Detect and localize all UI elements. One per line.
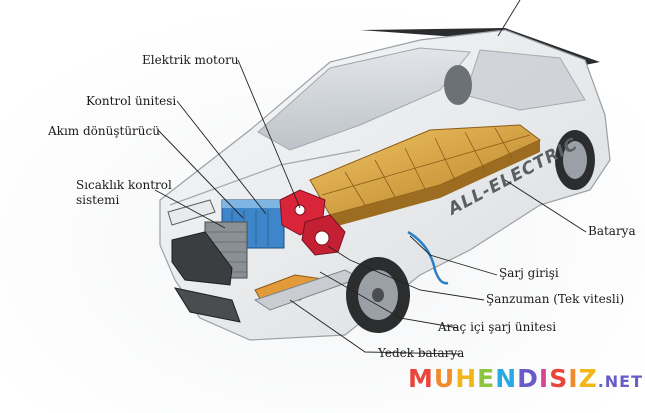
watermark-letter: N: [495, 364, 518, 393]
watermark-letter: D: [517, 364, 539, 393]
leader-charge: [409, 235, 498, 276]
leader-onboard: [319, 271, 459, 329]
electric-motor: [279, 189, 346, 256]
headlight: [167, 199, 216, 226]
front-grille: [171, 231, 233, 286]
watermark-letter: H: [455, 364, 478, 393]
rear-wheel-inner: [444, 65, 472, 105]
watermark-text: MUHENDISIZ: [408, 364, 598, 393]
watermark-letter: Z: [578, 364, 598, 393]
leader-gearbox: [327, 245, 485, 301]
leader-backup: [289, 299, 461, 355]
leader-motor: [237, 59, 301, 209]
watermark-suffix: .NET: [597, 372, 644, 391]
label-electric-motor: Elektrik motoru: [142, 53, 239, 67]
leader-converter: [157, 129, 244, 219]
rear-wheel: [555, 130, 595, 190]
front-wheel: [346, 257, 410, 333]
leader-battery: [504, 179, 587, 233]
watermark-letter: I: [568, 364, 579, 393]
watermark-letter: M: [408, 364, 434, 393]
leader-thermal: [154, 189, 226, 229]
watermark-letter: E: [477, 364, 496, 393]
label-control-unit: Kontrol ünitesi: [86, 94, 177, 108]
leader-roof: [497, 0, 521, 37]
label-current-converter: Akım dönüştürücü: [48, 124, 160, 138]
lower-grille: [173, 287, 241, 323]
label-battery: Batarya: [588, 224, 636, 238]
label-charging-port: Şarj girişi: [499, 266, 559, 280]
label-onboard-charger: Araç içi şarj ünitesi: [438, 320, 557, 334]
leader-control: [176, 100, 267, 215]
watermark-logo: MUHENDISIZ.NET: [408, 364, 643, 393]
leader-lines: [154, 0, 587, 355]
label-transmission: Şanzuman (Tek vitesli): [486, 292, 625, 306]
watermark-letter: S: [549, 364, 569, 393]
watermark-letter: U: [433, 364, 456, 393]
label-thermal-system-1: Sıcaklık kontrol: [76, 178, 172, 192]
hood-line: [169, 149, 361, 206]
label-thermal-system-2: sistemi: [76, 193, 120, 207]
charging-cable: [407, 230, 449, 285]
watermark-letter: I: [538, 364, 550, 393]
label-backup-battery: Yedek batarya: [378, 346, 465, 360]
